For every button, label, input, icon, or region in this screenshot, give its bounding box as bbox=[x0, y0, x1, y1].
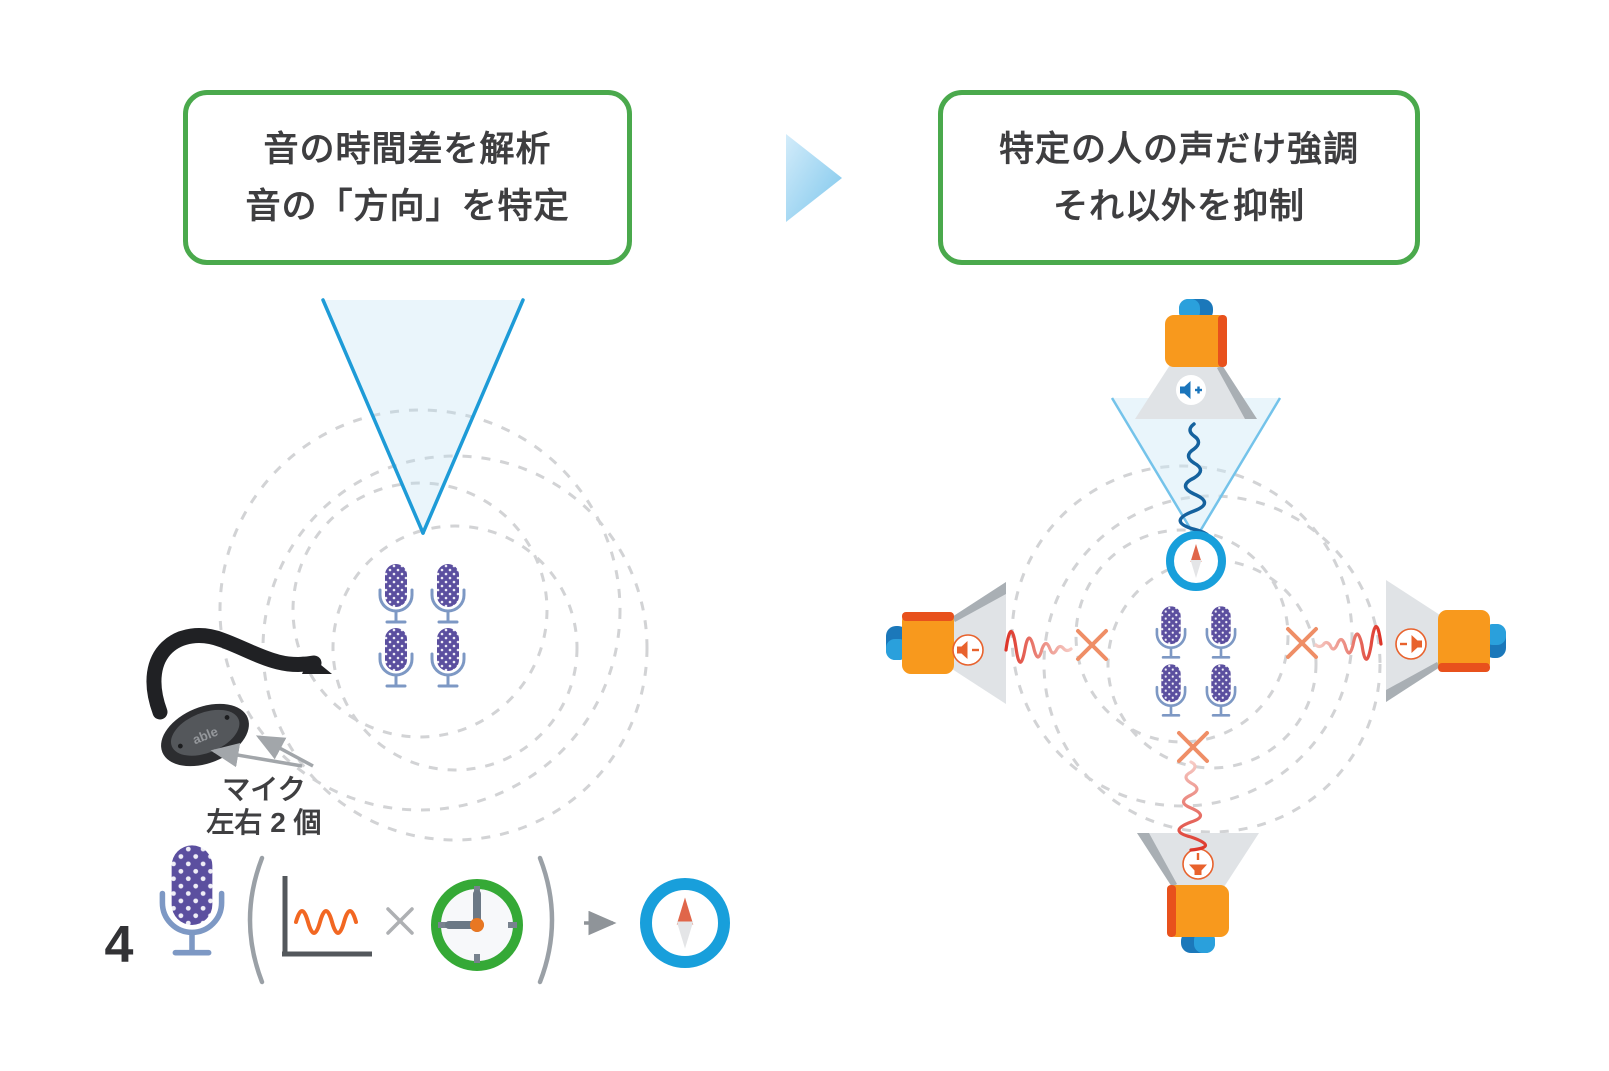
microphone-icon bbox=[1155, 605, 1187, 659]
mic-array-right bbox=[1155, 605, 1237, 717]
microphone-icon bbox=[162, 845, 221, 952]
left-caption-line1: 音の時間差を解析 bbox=[263, 129, 552, 169]
suppressed-wave-right bbox=[1314, 624, 1383, 661]
earpiece-mic-dot bbox=[224, 715, 230, 720]
multiply-sign bbox=[386, 907, 414, 935]
waveform-chart-icon bbox=[282, 876, 372, 957]
right-diagram bbox=[886, 299, 1506, 953]
clock-icon bbox=[431, 879, 523, 971]
mic-array-left bbox=[378, 562, 466, 688]
speaker-minus-icon bbox=[952, 634, 984, 666]
formula-row: 4 bbox=[105, 845, 724, 985]
suppressed-wave-left bbox=[1004, 629, 1073, 664]
sound-cone-right bbox=[1110, 397, 1282, 539]
sound-ripple-circles-right bbox=[1010, 464, 1382, 834]
x-mark-icon bbox=[1286, 627, 1318, 659]
target-voice-wave bbox=[1178, 422, 1211, 545]
mic-note-line1: マイク bbox=[222, 774, 305, 805]
left-caption-box: 音の時間差を解析 音の「方向」を特定 bbox=[183, 90, 632, 265]
x-mark-icon bbox=[1076, 629, 1108, 661]
mic-note-line2: 左右 2 個 bbox=[206, 807, 321, 838]
microphone-icon bbox=[1205, 663, 1237, 717]
right-caption-line2: それ以外を抑制 bbox=[1052, 186, 1305, 226]
microphone-icon bbox=[430, 626, 466, 688]
sound-ripple-circles-left bbox=[218, 408, 649, 842]
mic-count-label: 4 bbox=[105, 916, 134, 974]
speaker-minus-icon bbox=[1182, 848, 1214, 880]
mic-note-arrows bbox=[210, 735, 314, 768]
speaker-plus-icon bbox=[1176, 375, 1206, 405]
microphone-icon bbox=[378, 562, 414, 624]
earpiece-mic-dot bbox=[177, 743, 183, 749]
speaker-minus-icon bbox=[1395, 628, 1427, 660]
left-caption-line2: 音の「方向」を特定 bbox=[245, 186, 570, 226]
suppressed-wave-bottom bbox=[1177, 760, 1208, 852]
microphone-icon bbox=[1205, 605, 1237, 659]
flow-arrow-icon bbox=[786, 134, 842, 222]
megaphone-left bbox=[886, 582, 1006, 704]
earpiece-image: able bbox=[146, 628, 332, 767]
x-mark-icon bbox=[1177, 731, 1209, 763]
compass-icon bbox=[646, 884, 724, 962]
left-diagram: able マイク 左右 2 個 4 bbox=[105, 298, 724, 985]
microphone-icon bbox=[378, 626, 414, 688]
sound-cone-left bbox=[321, 298, 525, 535]
open-paren bbox=[247, 855, 265, 985]
close-paren bbox=[537, 855, 555, 985]
right-caption-line1: 特定の人の声だけ強調 bbox=[998, 129, 1359, 169]
right-caption-box: 特定の人の声だけ強調 それ以外を抑制 bbox=[938, 90, 1420, 265]
microphone-icon bbox=[1155, 663, 1187, 717]
microphone-icon bbox=[430, 562, 466, 624]
compass-icon bbox=[1170, 535, 1222, 587]
